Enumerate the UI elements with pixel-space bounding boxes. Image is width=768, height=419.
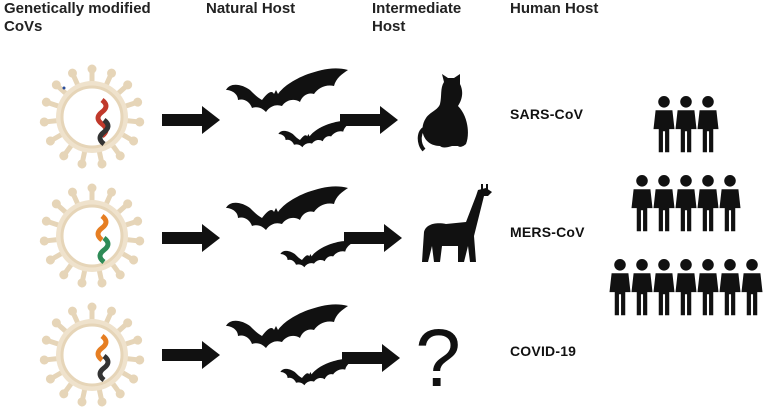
person-icon [697,175,719,232]
person-icon [653,175,675,232]
virus-label-mers: MERS-CoV [510,224,585,240]
person-icon [719,259,741,316]
person-icon [631,259,653,316]
question-mark-icon: ? [415,313,461,404]
arrow-icon [162,341,220,369]
virus-label-sars: SARS-CoV [510,106,584,122]
header-genetically-modified: Genetically modified CoVs [4,0,151,36]
person-icon [609,259,631,316]
virus-label-covid: COVID-19 [510,343,577,359]
person-icon [675,96,697,153]
header-line: Genetically modified [4,0,151,17]
virus-particle-sars [39,65,144,170]
arrow-icon [162,224,220,252]
person-icon [653,96,675,153]
person-icon [675,175,697,232]
virus-particle-covid [39,303,144,408]
header-line: CoVs [4,18,43,35]
person-icon [697,96,719,153]
header-natural-host: Natural Host [206,0,296,17]
header-intermediate-host: Intermediate Host [372,0,461,36]
giraffe-icon [422,184,492,262]
bat-icon [280,241,354,268]
person-icon [719,175,741,232]
person-icon [675,259,697,316]
person-icon [697,259,719,316]
person-icon [653,259,675,316]
arrow-icon [340,106,398,134]
virus-particle-mers [39,184,144,289]
header-line: Intermediate [372,0,462,17]
bat-icon [226,304,348,348]
human-group [609,96,763,316]
bat-icon [226,68,348,112]
bat-icon [226,186,348,230]
header-line: Host [372,18,406,35]
arrow-icon [162,106,220,134]
cat-icon [417,74,468,152]
arrow-icon [342,344,400,372]
arrow-icon [344,224,402,252]
header-human-host: Human Host [510,0,599,17]
person-icon [631,175,653,232]
person-icon [741,259,763,316]
